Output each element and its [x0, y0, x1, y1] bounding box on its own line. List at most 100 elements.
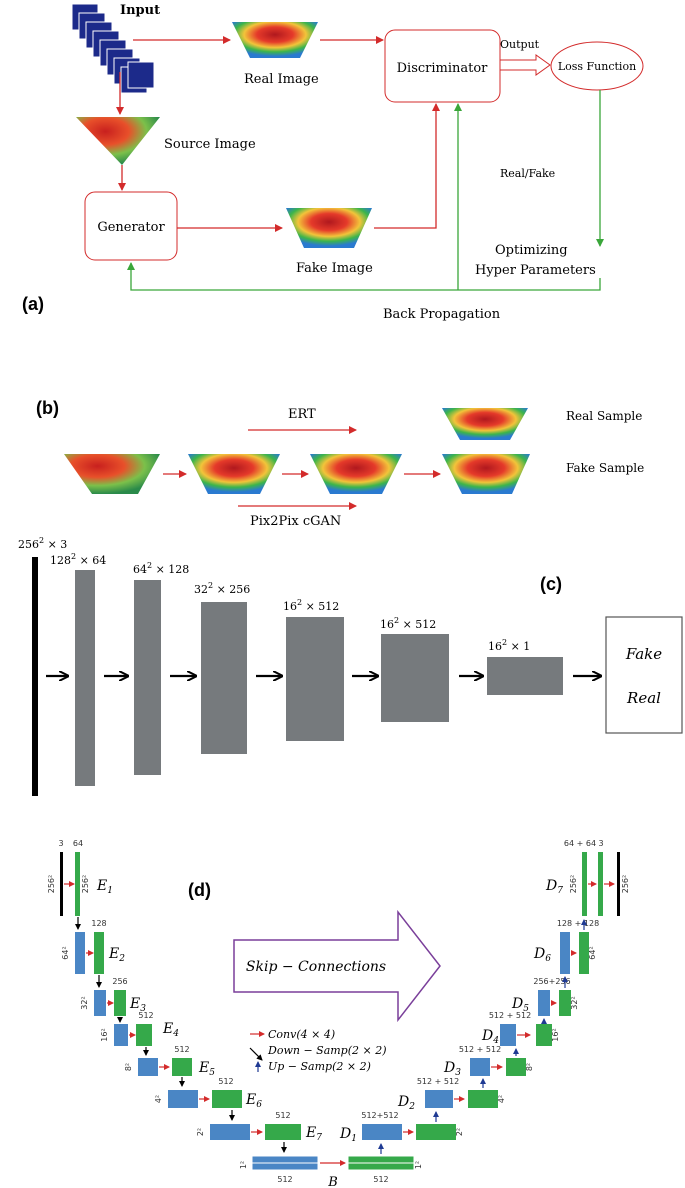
legend-down: Down − Samp(2 × 2) — [267, 1044, 387, 1057]
enc-label-e2: E2 — [108, 946, 125, 964]
enc-block-e3-blue — [94, 990, 106, 1016]
dec-block-d2-green — [468, 1090, 498, 1108]
enc-ch-4: 512 — [138, 1011, 153, 1020]
enc-block-e2-blue — [75, 932, 85, 974]
panel-b-label: (b) — [36, 398, 59, 418]
real-fake-label: Real/Fake — [500, 167, 555, 180]
enc-size-5: 8² — [124, 1063, 133, 1071]
sample-image-3 — [310, 454, 402, 494]
dec-block-d3-blue — [470, 1058, 490, 1076]
enc-size-7: 2² — [196, 1128, 205, 1136]
enc-block-e2-green — [94, 932, 104, 974]
dec-size-6: 64² — [588, 946, 597, 959]
panel-b: (b) ERT Real Sample Fake Sample Pix2Pix … — [36, 398, 644, 529]
dec-ch-4: 512 + 512 — [489, 1011, 531, 1020]
dec-label-d4: D4 — [481, 1028, 499, 1046]
enc-block-e6-blue — [168, 1090, 198, 1108]
ert-label: ERT — [288, 407, 316, 422]
pix2pix-label: Pix2Pix cGAN — [250, 514, 341, 529]
output-box — [605, 616, 683, 734]
enc-label-e3: E3 — [129, 996, 146, 1014]
disc-dim-3: 322 × 256 — [194, 581, 250, 596]
sample-image-2 — [188, 454, 280, 494]
enc-size-0: 256² — [47, 875, 56, 893]
bottleneck-size-left: 1² — [239, 1161, 248, 1169]
output-real: Real — [626, 689, 661, 707]
dec-label-d1: D1 — [339, 1126, 357, 1144]
disc-dim-1: 1282 × 64 — [50, 552, 106, 567]
dec-size-1: 2² — [455, 1128, 464, 1136]
panel-a: Input Real Image Source Image Generator … — [22, 3, 644, 322]
enc-size-6: 4² — [154, 1095, 163, 1103]
loss-function-label: Loss Function — [558, 60, 636, 73]
enc-ch-1: 64 — [73, 839, 83, 848]
input-stack-icon — [71, 3, 155, 94]
dec-label-d3: D3 — [443, 1060, 461, 1078]
dec-ch-1: 512+512 — [361, 1111, 398, 1120]
dec-ch-7: 64 + 64 — [564, 839, 596, 848]
generator-label: Generator — [97, 220, 165, 235]
skip-connections-label: Skip − Connections — [246, 959, 386, 975]
dec-block-d5-blue — [538, 990, 550, 1016]
enc-block-e4-blue — [114, 1024, 128, 1046]
enc-block-e1 — [75, 852, 80, 916]
legend-up: Up − Samp(2 × 2) — [268, 1060, 371, 1073]
skip-connections-arrow — [233, 909, 441, 1023]
dec-size-4: 16² — [551, 1028, 560, 1041]
enc-block-e7-blue — [210, 1124, 250, 1140]
dec-label-d6: D6 — [533, 946, 551, 964]
enc-ch-0: 3 — [58, 839, 63, 848]
bottom-right-channels: 512 — [373, 1175, 388, 1184]
output-fake: Fake — [625, 645, 662, 663]
dec-ch-8: 3 — [598, 839, 603, 848]
real-image-icon — [232, 22, 318, 58]
dec-block-d2-blue — [425, 1090, 453, 1108]
enc-size-4: 16² — [100, 1028, 109, 1041]
dec-block-d1-green — [416, 1124, 456, 1140]
input-bar — [32, 557, 38, 796]
bottleneck-size-right: 1² — [414, 1161, 423, 1169]
enc-label-e6: E6 — [245, 1092, 262, 1110]
dec-label-d7: D7 — [545, 878, 563, 896]
enc-label-e1: E1 — [96, 878, 113, 896]
enc-block-e7-green — [265, 1124, 301, 1140]
dec-ch-2: 512 + 512 — [417, 1077, 459, 1086]
dec-block-d5-green — [559, 990, 571, 1016]
enc-label-e5: E5 — [198, 1060, 215, 1078]
disc-layer-1 — [75, 570, 95, 786]
enc-size-3: 32² — [80, 996, 89, 1009]
encoder-input-bar — [60, 852, 63, 916]
real-sample-label: Real Sample — [566, 409, 642, 423]
dec-size-2: 4² — [497, 1095, 506, 1103]
fake-image-label: Fake Image — [296, 261, 373, 276]
disc-layer-5 — [381, 634, 449, 722]
disc-layer-4 — [286, 617, 344, 741]
enc-block-e5-blue — [138, 1058, 158, 1076]
loss-function-ellipse — [550, 41, 644, 91]
dec-size-3: 8² — [525, 1063, 534, 1071]
enc-size-2: 64² — [61, 946, 70, 959]
sample-image-1 — [64, 454, 160, 494]
source-image-label: Source Image — [164, 137, 256, 152]
optimizing-label-2: Hyper Parameters — [475, 263, 596, 278]
bottleneck-label: B — [327, 1175, 338, 1188]
fake-sample-label: Fake Sample — [566, 461, 644, 475]
dec-size-5: 32² — [570, 996, 579, 1009]
optimizing-label-1: Optimizing — [495, 243, 568, 258]
panel-d-label: (d) — [188, 880, 211, 900]
decoder-output-bar — [617, 852, 620, 916]
disc-layer-6 — [487, 657, 563, 695]
panel-d: (d) Skip − Connections Conv(4 × 4) Down … — [47, 839, 630, 1188]
dec-block-d7-b — [598, 852, 603, 916]
dec-label-d5: D5 — [511, 996, 529, 1014]
real-image-label: Real Image — [244, 72, 319, 87]
enc-block-e6-green — [212, 1090, 242, 1108]
output-label: Output — [500, 38, 540, 51]
dec-block-d6-green — [579, 932, 589, 974]
dec-ch-6: 128 + 128 — [557, 919, 599, 928]
real-sample-image — [442, 408, 528, 440]
generator-box — [84, 191, 178, 261]
enc-label-e4: E4 — [162, 1021, 179, 1039]
legend-conv: Conv(4 × 4) — [268, 1028, 335, 1041]
